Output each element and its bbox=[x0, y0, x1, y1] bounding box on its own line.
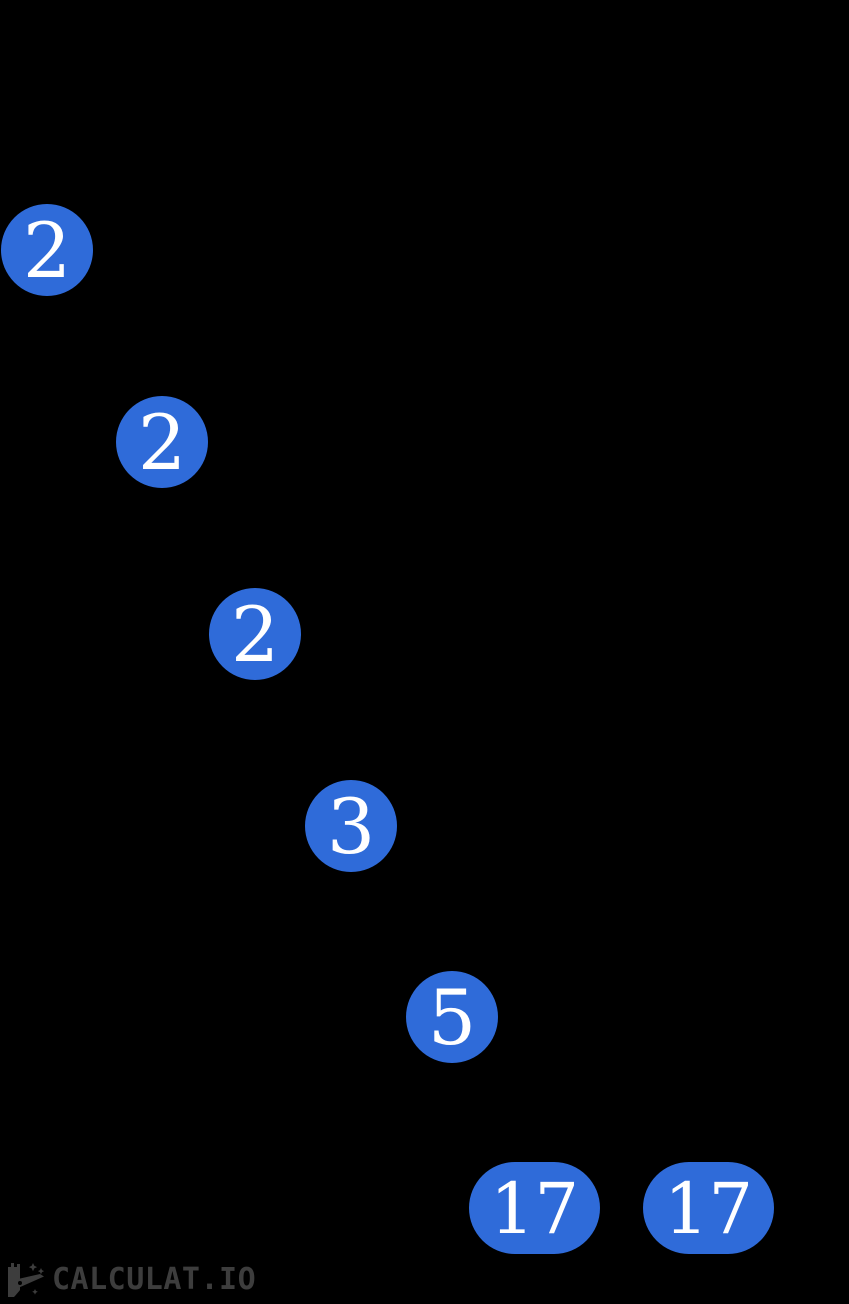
factor-node: 3 bbox=[305, 780, 397, 872]
factor-node: 2 bbox=[1, 204, 93, 296]
factor-node: 5 bbox=[406, 971, 498, 1063]
factor-node-label: 5 bbox=[427, 973, 477, 1062]
factor-node-label: 3 bbox=[326, 782, 376, 871]
factor-node-label: 2 bbox=[137, 398, 187, 487]
factor-node: 17 bbox=[643, 1162, 774, 1254]
factor-node-label: 2 bbox=[230, 590, 280, 679]
factor-node-label: 17 bbox=[489, 1168, 580, 1250]
watermark-text: CALCULAT.IO bbox=[52, 1261, 257, 1298]
rocket-icon bbox=[8, 1263, 45, 1297]
factor-node: 2 bbox=[209, 588, 301, 680]
factor-node-label: 17 bbox=[663, 1168, 754, 1250]
factor-node: 2 bbox=[116, 396, 208, 488]
watermark: CALCULAT.IO bbox=[2, 1258, 256, 1302]
factor-node: 17 bbox=[469, 1162, 600, 1254]
factor-node-label: 2 bbox=[22, 206, 72, 295]
